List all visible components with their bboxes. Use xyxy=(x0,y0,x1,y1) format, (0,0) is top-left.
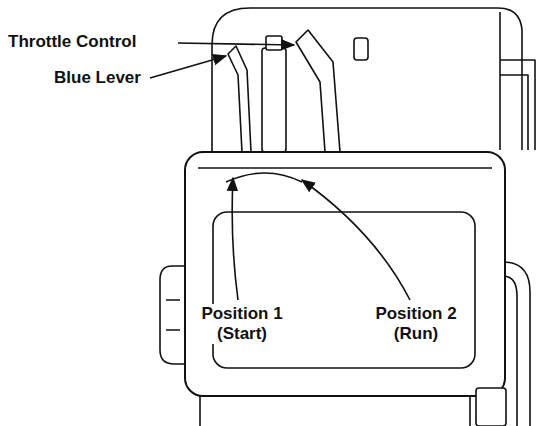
housing-ridge xyxy=(198,167,492,169)
leader-line xyxy=(150,56,226,78)
throttle-lever-symbol xyxy=(296,30,340,152)
leader-line xyxy=(232,178,238,300)
shroud-edge xyxy=(499,12,501,150)
bracket-post xyxy=(354,38,368,60)
left-ear xyxy=(160,266,188,364)
fuel-valve xyxy=(262,48,286,152)
air-cleaner-housing xyxy=(185,152,505,396)
leader-line xyxy=(178,43,294,45)
fuel-valve-cap xyxy=(266,36,282,50)
left-ear-detail xyxy=(166,300,180,330)
air-cleaner-window xyxy=(213,212,475,368)
right-hose xyxy=(503,262,530,426)
part-label: Position 1 (Start) xyxy=(188,304,296,344)
blue-lever-symbol xyxy=(228,46,251,152)
engine-base xyxy=(200,396,470,426)
part-label: Throttle Control xyxy=(6,32,138,52)
lower-fitting xyxy=(476,388,506,426)
leader-line xyxy=(302,180,410,300)
engine-shroud xyxy=(212,8,522,175)
part-label: Position 2 (Run) xyxy=(362,304,470,344)
right-tube xyxy=(500,60,535,150)
position-arc xyxy=(226,173,302,182)
part-label: Blue Lever xyxy=(52,68,143,88)
